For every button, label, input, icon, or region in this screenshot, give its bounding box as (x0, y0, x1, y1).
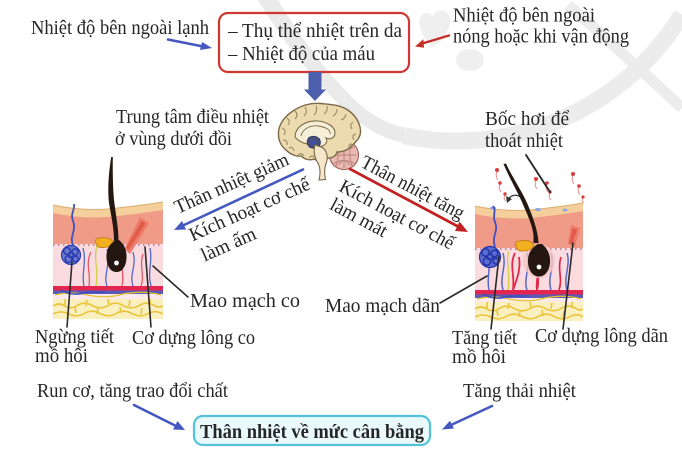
svg-text:Run cơ, tăng trao đổi chất: Run cơ, tăng trao đổi chất (37, 381, 229, 402)
svg-text:nóng hoặc khi vận động: nóng hoặc khi vận động (453, 27, 629, 48)
svg-text:Mao mạch co: Mao mạch co (190, 291, 300, 312)
svg-text:Bốc hơi để: Bốc hơi để (485, 109, 569, 130)
svg-text:Tăng thải nhiệt: Tăng thải nhiệt (463, 381, 577, 402)
svg-text:thoát nhiệt: thoát nhiệt (485, 131, 564, 152)
svg-text:Nhiệt độ bên ngoài: Nhiệt độ bên ngoài (453, 6, 596, 27)
svg-text:mồ hôi: mồ hôi (452, 347, 507, 368)
svg-text:Thân nhiệt về mức cân bằng: Thân nhiệt về mức cân bằng (200, 421, 424, 443)
svg-text:ở vùng dưới đồi: ở vùng dưới đồi (115, 129, 233, 150)
svg-text:Tăng tiết: Tăng tiết (452, 328, 518, 349)
svg-text:Nhiệt độ bên ngoài lạnh: Nhiệt độ bên ngoài lạnh (31, 18, 209, 39)
svg-text:Mao mạch dãn: Mao mạch dãn (325, 296, 440, 317)
svg-text:– Thụ thể nhiệt trên da: – Thụ thể nhiệt trên da (227, 21, 402, 42)
svg-text:mồ hôi: mồ hôi (35, 346, 89, 367)
svg-text:Ngừng tiết: Ngừng tiết (35, 327, 115, 348)
svg-text:– Nhiệt độ của máu: – Nhiệt độ của máu (227, 44, 375, 65)
svg-text:Trung tâm điều nhiệt: Trung tâm điều nhiệt (116, 107, 270, 128)
svg-text:Cơ dựng lông co: Cơ dựng lông co (132, 328, 255, 349)
svg-text:Cơ dựng lông dãn: Cơ dựng lông dãn (535, 326, 668, 347)
